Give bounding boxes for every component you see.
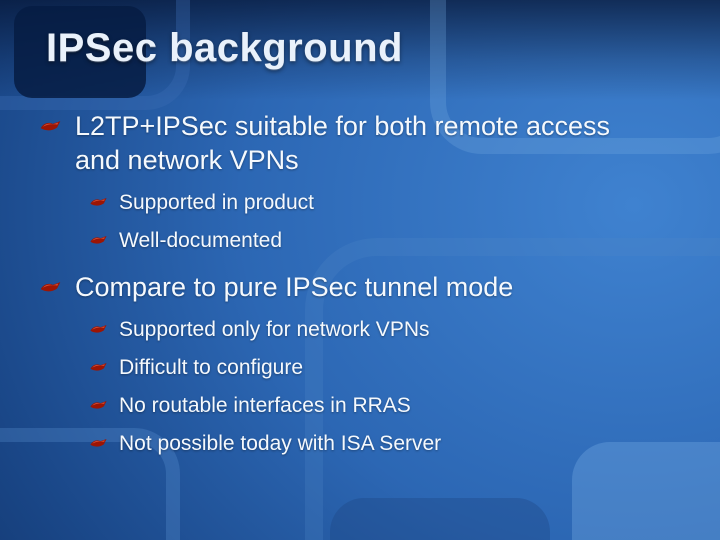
bullet-text: Supported only for network VPNs [119, 317, 430, 341]
red-dash-bullet-icon [90, 438, 107, 448]
bg-rounded-square-outline [0, 0, 190, 110]
bg-rounded-square-dark [14, 6, 146, 98]
bg-rounded-square-outline [430, 0, 720, 154]
bg-rounded-square-outline [0, 428, 180, 540]
bg-rounded-square-outline [305, 238, 720, 540]
red-dash-bullet-icon [90, 197, 107, 207]
red-dash-bullet-icon [90, 362, 107, 372]
bullet-text: Supported in product [119, 190, 314, 214]
bg-rounded-square-fill [572, 442, 720, 540]
bullet-text: Difficult to configure [119, 355, 304, 379]
bullet-text: Not possible today with ISA Server [119, 432, 442, 456]
red-dash-bullet-icon [90, 400, 107, 410]
red-dash-bullet-icon [40, 120, 61, 132]
bullet-text: No routable interfaces in RRAS [119, 394, 411, 417]
bullet-item: Well-documented [90, 228, 680, 253]
bullet-list: L2TP+IPSec suitable for both remote acce… [40, 110, 680, 469]
bullet-item: Difficult to configure [90, 355, 680, 380]
bullet-item: Supported only for network VPNs [90, 317, 680, 342]
bullet-text: L2TP+IPSec suitable for both remote acce… [75, 111, 611, 175]
page-title: IPSec background [46, 26, 403, 70]
red-dash-bullet-icon [90, 324, 107, 334]
red-dash-bullet-icon [90, 235, 107, 245]
red-dash-bullet-icon [40, 281, 61, 293]
bullet-text: Well-documented [119, 228, 283, 252]
bullet-item: Not possible today with ISA Server [90, 431, 680, 456]
bullet-item: No routable interfaces in RRAS [90, 393, 680, 418]
bullet-text: Compare to pure IPSec tunnel mode [75, 271, 514, 302]
bullet-item: Compare to pure IPSec tunnel mode [40, 271, 680, 305]
bullet-item: Supported in product [90, 190, 680, 215]
bg-rounded-square-fill [330, 498, 550, 540]
bullet-item: L2TP+IPSec suitable for both remote acce… [40, 110, 680, 178]
